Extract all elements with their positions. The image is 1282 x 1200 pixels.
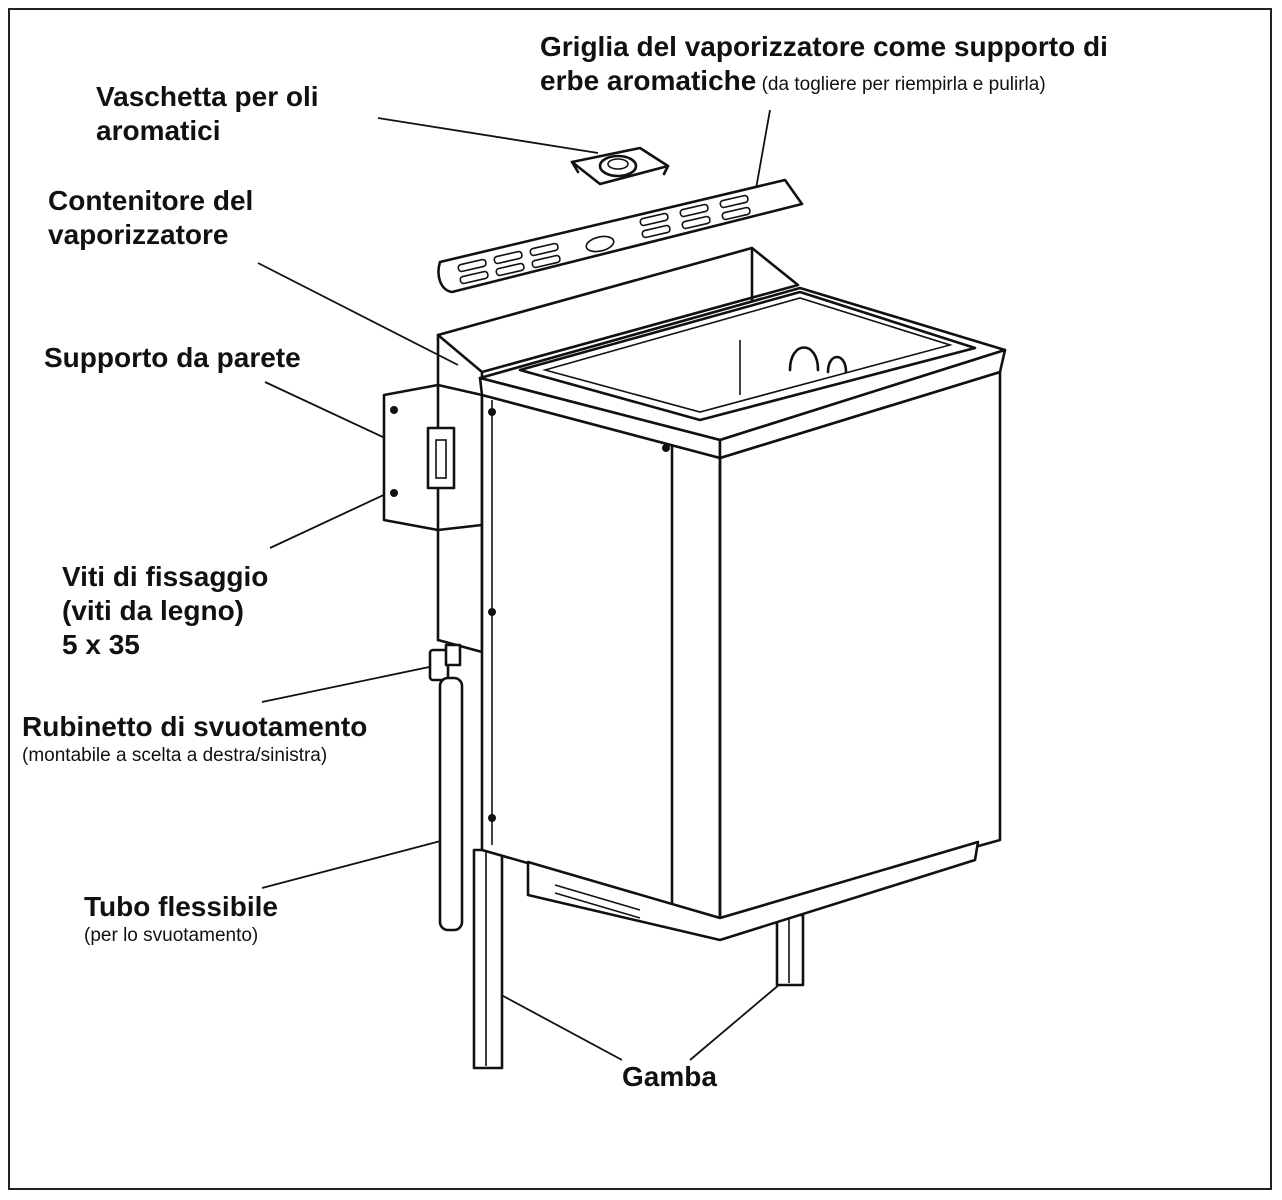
leader-container xyxy=(257,262,459,366)
label-drain-tap-note: (montabile a scelta a destra/sinistra) xyxy=(22,745,328,766)
leader-screws xyxy=(269,491,391,549)
label-oil-tray: Vaschetta per oli aromatici xyxy=(96,80,319,148)
leader-wall-mount xyxy=(264,381,386,439)
label-screws-line1: Viti di fissaggio xyxy=(62,561,269,592)
drain-tap xyxy=(428,643,462,682)
label-screws-line2: (viti da legno) xyxy=(62,595,244,626)
diagram-frame xyxy=(8,8,1272,1190)
label-grille-line2: erbe aromatiche xyxy=(540,65,757,96)
wall-bracket xyxy=(382,383,484,532)
heater-body xyxy=(480,370,1002,920)
heater-top-rim xyxy=(478,286,1007,460)
leader-oil-tray xyxy=(377,117,599,154)
leader-leg-left xyxy=(491,989,623,1061)
label-hose: Tubo flessibile (per lo svuotamento) xyxy=(84,890,278,948)
label-drain-tap-line1: Rubinetto di svuotamento xyxy=(22,711,368,742)
label-screws-line3: 5 x 35 xyxy=(62,629,140,660)
label-screws: Viti di fissaggio (viti da legno) 5 x 35 xyxy=(62,560,268,662)
leader-lines xyxy=(257,109,781,1061)
label-container-line2: vaporizzatore xyxy=(48,219,229,250)
label-wall-mount-line1: Supporto da parete xyxy=(44,342,301,373)
leg-right xyxy=(775,913,805,987)
oil-tray xyxy=(570,146,670,186)
drain-hose xyxy=(438,676,464,932)
label-grille: Griglia del vaporizzatore come supporto … xyxy=(540,30,1108,98)
label-hose-note: (per lo svuotamento) xyxy=(84,925,259,946)
label-leg: Gamba xyxy=(622,1060,717,1094)
label-drain-tap: Rubinetto di svuotamento (montabile a sc… xyxy=(22,710,367,768)
vaporizer-grille xyxy=(437,178,804,294)
label-wall-mount: Supporto da parete xyxy=(44,341,301,375)
label-oil-tray-line1: Vaschetta per oli xyxy=(96,81,319,112)
leader-leg-right xyxy=(689,983,781,1061)
leader-hose xyxy=(261,837,453,889)
label-grille-note: (da togliere per riempirla e pulirla) xyxy=(756,74,1046,95)
leader-grille xyxy=(753,109,771,201)
label-leg-line1: Gamba xyxy=(622,1061,717,1092)
label-container-line1: Contenitore del xyxy=(48,185,254,216)
label-grille-line1: Griglia del vaporizzatore come supporto … xyxy=(540,31,1108,62)
leader-drain-tap xyxy=(261,665,435,703)
leg-left xyxy=(472,848,504,1070)
label-hose-line1: Tubo flessibile xyxy=(84,891,278,922)
label-container: Contenitore del vaporizzatore xyxy=(48,184,253,252)
bottom-tray xyxy=(526,840,980,942)
label-oil-tray-line2: aromatici xyxy=(96,115,221,146)
